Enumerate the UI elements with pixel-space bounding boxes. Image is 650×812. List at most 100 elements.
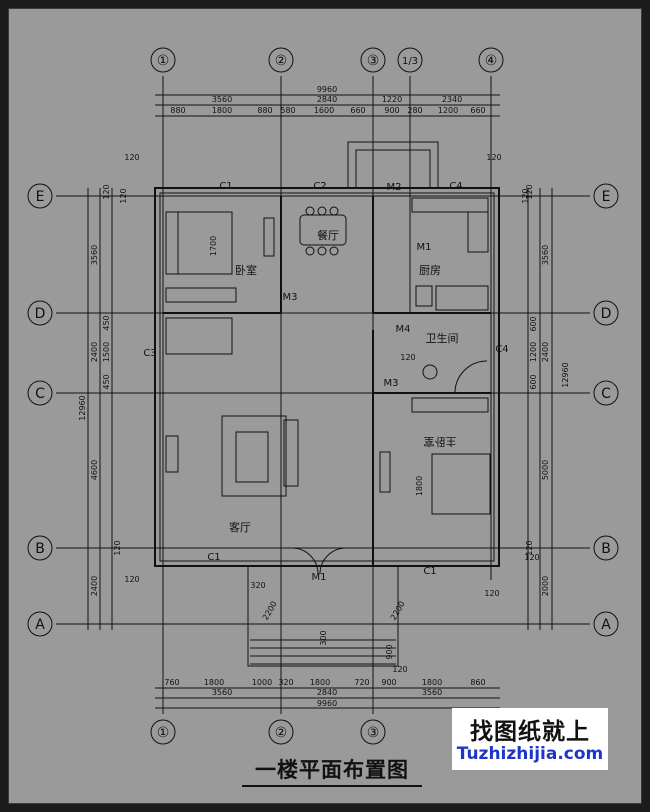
dim-bottom-inner-6: 900	[381, 678, 396, 687]
axis-label-left-C: C	[35, 386, 45, 402]
tag-m4: M4	[396, 324, 411, 335]
toilet	[422, 364, 438, 380]
room-bedroom: 卧室	[235, 263, 257, 277]
dim-right-mid-2: 5000	[541, 460, 550, 480]
door-swing-m1-left	[291, 547, 319, 575]
dim-misc-13: 1700	[209, 236, 218, 256]
axis-label-top-4: ④	[485, 53, 498, 69]
dim-misc-8: 300	[319, 630, 328, 645]
chair	[305, 246, 315, 256]
axis-bubble-top-4	[478, 47, 504, 73]
room-living: 客厅	[229, 520, 251, 534]
axis-label-bottom-1: ①	[157, 725, 170, 741]
dim-top-inner-7: 280	[407, 106, 422, 115]
south-terrace	[247, 565, 399, 667]
watermark-box: 找图纸就上 Tuzhizhijia.com	[452, 708, 608, 770]
dim-left-mid-2: 4600	[90, 460, 99, 480]
axis-bubble-right-E	[593, 183, 619, 209]
dim-right-inner-0: 120	[525, 184, 534, 199]
tag-c4-kitchen: C4	[449, 181, 462, 192]
axis-bubble-right-C	[593, 380, 619, 406]
axis-label-bottom-3: ③	[367, 725, 380, 741]
room-kitchen: 厨房	[419, 264, 441, 277]
dim-bottom-mid-1: 2840	[317, 688, 337, 697]
tag-m3-master: M3	[384, 378, 399, 389]
shower-arc	[454, 360, 488, 394]
drawing-title: 一楼平面布置图	[242, 754, 422, 787]
coffee-table	[235, 431, 269, 483]
chair	[305, 206, 315, 216]
dim-misc-4: 120	[484, 589, 499, 598]
dim-left-inner-4: 120	[113, 540, 122, 555]
dim-left-inner-2: 1500	[102, 342, 111, 362]
dim-top-mid-3: 2340	[442, 95, 462, 104]
axis-label-right-E: E	[602, 189, 611, 205]
staircase	[165, 317, 233, 355]
drawing-sheet	[8, 8, 642, 804]
dim-right-inner-2: 1200	[529, 342, 538, 362]
dim-misc-14: 1800	[415, 476, 424, 496]
dim-right-inner-4: 120	[525, 540, 534, 555]
rug-living	[221, 415, 287, 497]
axis-bubble-left-D	[27, 300, 53, 326]
axis-label-right-D: D	[601, 306, 612, 322]
tag-c4-bath: C4	[495, 344, 508, 355]
wardrobe-master	[411, 397, 489, 413]
dim-top-mid-1: 2840	[317, 95, 337, 104]
dim-top-inner-2: 880	[257, 106, 272, 115]
kitchen-counter-top	[411, 197, 489, 213]
tag-c1-living: C1	[207, 552, 220, 563]
dim-top-inner-5: 660	[350, 106, 365, 115]
room-bathroom: 卫生间	[426, 331, 459, 345]
tag-c1-master: C1	[423, 566, 436, 577]
tag-m3-bedroom: M3	[283, 292, 298, 303]
chair	[317, 206, 327, 216]
dim-misc-2: 120	[521, 188, 530, 203]
dim-misc-1: 120	[119, 188, 128, 203]
dim-top-inner-3: 580	[280, 106, 295, 115]
tag-c3: C3	[143, 348, 156, 359]
axis-label-top-1-3: 1/3	[402, 56, 418, 67]
dim-left-inner-3: 450	[102, 374, 111, 389]
dim-bottom-mid-2: 3560	[422, 688, 442, 697]
axis-label-right-B: B	[601, 541, 611, 557]
axis-label-left-B: B	[35, 541, 45, 557]
kitchen-stove	[415, 285, 433, 307]
axis-bubble-bottom-3	[360, 719, 386, 745]
outer-wall-inner	[159, 192, 495, 562]
dim-bottom-inner-3: 320	[278, 678, 293, 687]
dim-right-inner-3: 600	[529, 374, 538, 389]
axis-bubble-top-1	[150, 47, 176, 73]
dim-top-mid-0: 3560	[212, 95, 232, 104]
dim-top-inner-9: 660	[470, 106, 485, 115]
wardrobe-bedroom	[165, 287, 237, 303]
axis-label-left-E: E	[36, 189, 45, 205]
dim-top-inner-1: 1800	[212, 106, 232, 115]
axis-bubble-top-1-3	[397, 47, 423, 73]
dim-bottom-inner-1: 1800	[204, 678, 224, 687]
dim-top-inner-10: 120	[486, 153, 501, 162]
dim-top-inner-0: 880	[170, 106, 185, 115]
axis-bubble-right-A	[593, 611, 619, 637]
dim-misc-0: 120	[124, 153, 139, 162]
axis-bubble-top-2	[268, 47, 294, 73]
axis-label-left-A: A	[35, 617, 45, 633]
dim-bottom-inner-7: 1800	[422, 678, 442, 687]
room-dining: 餐厅	[317, 228, 339, 242]
tag-m1-kitchen: M1	[417, 242, 432, 253]
dim-misc-7: 320	[250, 581, 265, 590]
dim-bottom-total: 9960	[317, 699, 337, 708]
axis-bubble-bottom-1	[150, 719, 176, 745]
watermark-en: Tuzhizhijia.com	[456, 744, 604, 764]
dim-right-mid-0: 3560	[541, 245, 550, 265]
axis-bubble-right-D	[593, 300, 619, 326]
dim-left-mid-3: 2400	[90, 576, 99, 596]
dim-bottom-inner-0: 760	[164, 678, 179, 687]
chair	[317, 246, 327, 256]
axis-label-bottom-2: ②	[275, 725, 288, 741]
axis-bubble-left-A	[27, 611, 53, 637]
tag-m1-entry: M1	[312, 572, 327, 583]
axis-label-top-1: ①	[157, 53, 170, 69]
dim-left-inner-0: 120	[102, 184, 111, 199]
dim-bottom-inner-4: 1800	[310, 678, 330, 687]
